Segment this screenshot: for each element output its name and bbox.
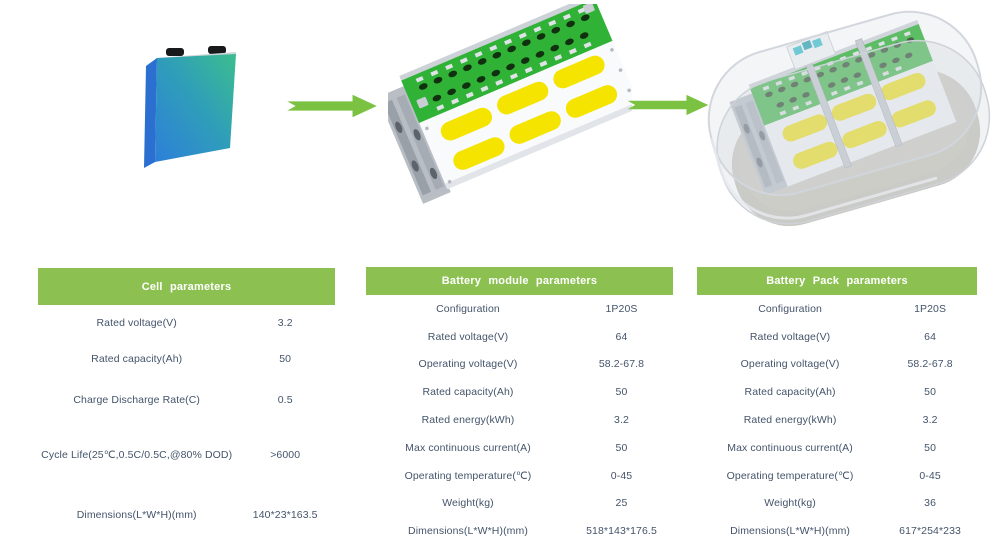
table-title: Battery Pack parameters [766,275,908,287]
table-row: Charge Discharge Rate(C) 0.5 [38,376,335,424]
param-label: Max continuous current(A) [405,441,531,454]
param-value: 50 [615,441,628,454]
param-label: Max continuous current(A) [727,441,853,454]
table-row: Configuration 1P20S [697,295,977,323]
param-label: Rated capacity(Ah) [422,386,514,399]
param-value: 617*254*233 [899,525,961,538]
param-label: Operating temperature(℃) [404,469,532,482]
table-row: Rated voltage(V) 3.2 [38,305,335,341]
table-row: Rated voltage(V) 64 [697,323,977,351]
param-value: 1P20S [914,302,947,315]
table-row: Operating temperature(℃) 0-45 [366,462,673,490]
param-value: 64 [924,330,937,343]
table-row: Rated capacity(Ah) 50 [38,341,335,376]
param-value: 50 [615,386,628,399]
table-body: Configuration 1P20S Rated voltage(V) 64 … [366,295,673,545]
battery-module-illustration [388,4,632,204]
battery-module-parameters-table: Battery module parameters Configuration … [366,267,673,545]
table-row: Configuration 1P20S [366,295,673,323]
param-value: 64 [615,330,628,343]
table-row: Dimensions(L*W*H)(mm) 617*254*233 [697,517,977,545]
param-label: Weight(kg) [764,497,816,510]
table-row: Rated energy(kWh) 3.2 [366,406,673,434]
table-row: Max continuous current(A) 50 [366,434,673,462]
param-label: Charge Discharge Rate(C) [73,394,201,406]
param-label: Dimensions(L*W*H)(mm) [730,525,851,538]
param-label: Rated capacity(Ah) [744,386,836,399]
param-value: 518*143*176.5 [586,525,657,538]
battery-cell-illustration [144,46,236,168]
table-title: Cell parameters [141,280,232,293]
table-row: Rated capacity(Ah) 50 [366,378,673,406]
table-header: Cell parameters [38,268,335,305]
param-label: Dimensions(L*W*H)(mm) [76,509,197,521]
param-label: Rated voltage(V) [427,330,509,343]
table-row: Weight(kg) 36 [697,489,977,517]
param-value: 3.2 [614,414,629,427]
param-value: 0-45 [919,469,941,482]
table-row: Weight(kg) 25 [366,489,673,517]
param-label: Operating voltage(V) [740,358,840,371]
flow-arrow-icon [627,94,709,116]
param-value: 58.2-67.8 [598,358,645,371]
param-value: 58.2-67.8 [907,358,953,371]
param-value: 25 [615,497,628,510]
battery-pack-parameters-table: Battery Pack parameters Configuration 1P… [697,267,977,545]
flow-arrow-icon [287,94,377,118]
param-label: Cycle Life(25℃,0.5C/0.5C,@80% DOD) [41,448,233,461]
param-label: Rated voltage(V) [96,317,177,329]
table-row: Rated capacity(Ah) 50 [697,378,977,406]
table-row: Operating voltage(V) 58.2-67.8 [366,351,673,379]
param-value: 50 [279,352,292,365]
table-header: Battery module parameters [366,267,673,295]
param-value: 50 [924,441,937,454]
table-row: Rated voltage(V) 64 [366,323,673,351]
table-body: Configuration 1P20S Rated voltage(V) 64 … [697,295,977,545]
table-row: Dimensions(L*W*H)(mm) 140*23*163.5 [38,485,335,545]
table-row: Cycle Life(25℃,0.5C/0.5C,@80% DOD) >6000 [38,424,335,485]
param-label: Configuration [758,302,822,315]
param-label: Configuration [436,302,500,315]
param-value: 140*23*163.5 [252,509,318,521]
table-body: Rated voltage(V) 3.2 Rated capacity(Ah) … [38,305,335,545]
param-label: Rated energy(kWh) [743,414,837,427]
param-label: Weight(kg) [442,497,494,510]
table-row: Operating temperature(℃) 0-45 [697,462,977,490]
param-value: 0-45 [610,469,633,482]
battery-pack-illustration [707,10,991,227]
param-value: 36 [924,497,937,510]
table-row: Operating voltage(V) 58.2-67.8 [697,351,977,379]
table-row: Rated energy(kWh) 3.2 [697,406,977,434]
param-value: 50 [924,386,937,399]
param-value: >6000 [270,448,301,461]
table-title: Battery module parameters [441,275,598,287]
param-label: Rated voltage(V) [749,330,831,343]
param-value: 1P20S [605,302,638,315]
table-row: Dimensions(L*W*H)(mm) 518*143*176.5 [366,517,673,545]
param-label: Rated capacity(Ah) [91,352,183,365]
param-label: Operating temperature(℃) [726,469,854,482]
param-value: 3.2 [922,414,938,427]
table-row: Max continuous current(A) 50 [697,434,977,462]
param-label: Rated energy(kWh) [421,414,515,427]
table-header: Battery Pack parameters [697,267,977,295]
param-value: 0.5 [277,394,293,406]
param-label: Dimensions(L*W*H)(mm) [408,525,528,538]
param-label: Operating voltage(V) [418,358,518,371]
cell-parameters-table: Cell parameters Rated voltage(V) 3.2 Rat… [38,268,335,545]
param-value: 3.2 [277,317,293,329]
